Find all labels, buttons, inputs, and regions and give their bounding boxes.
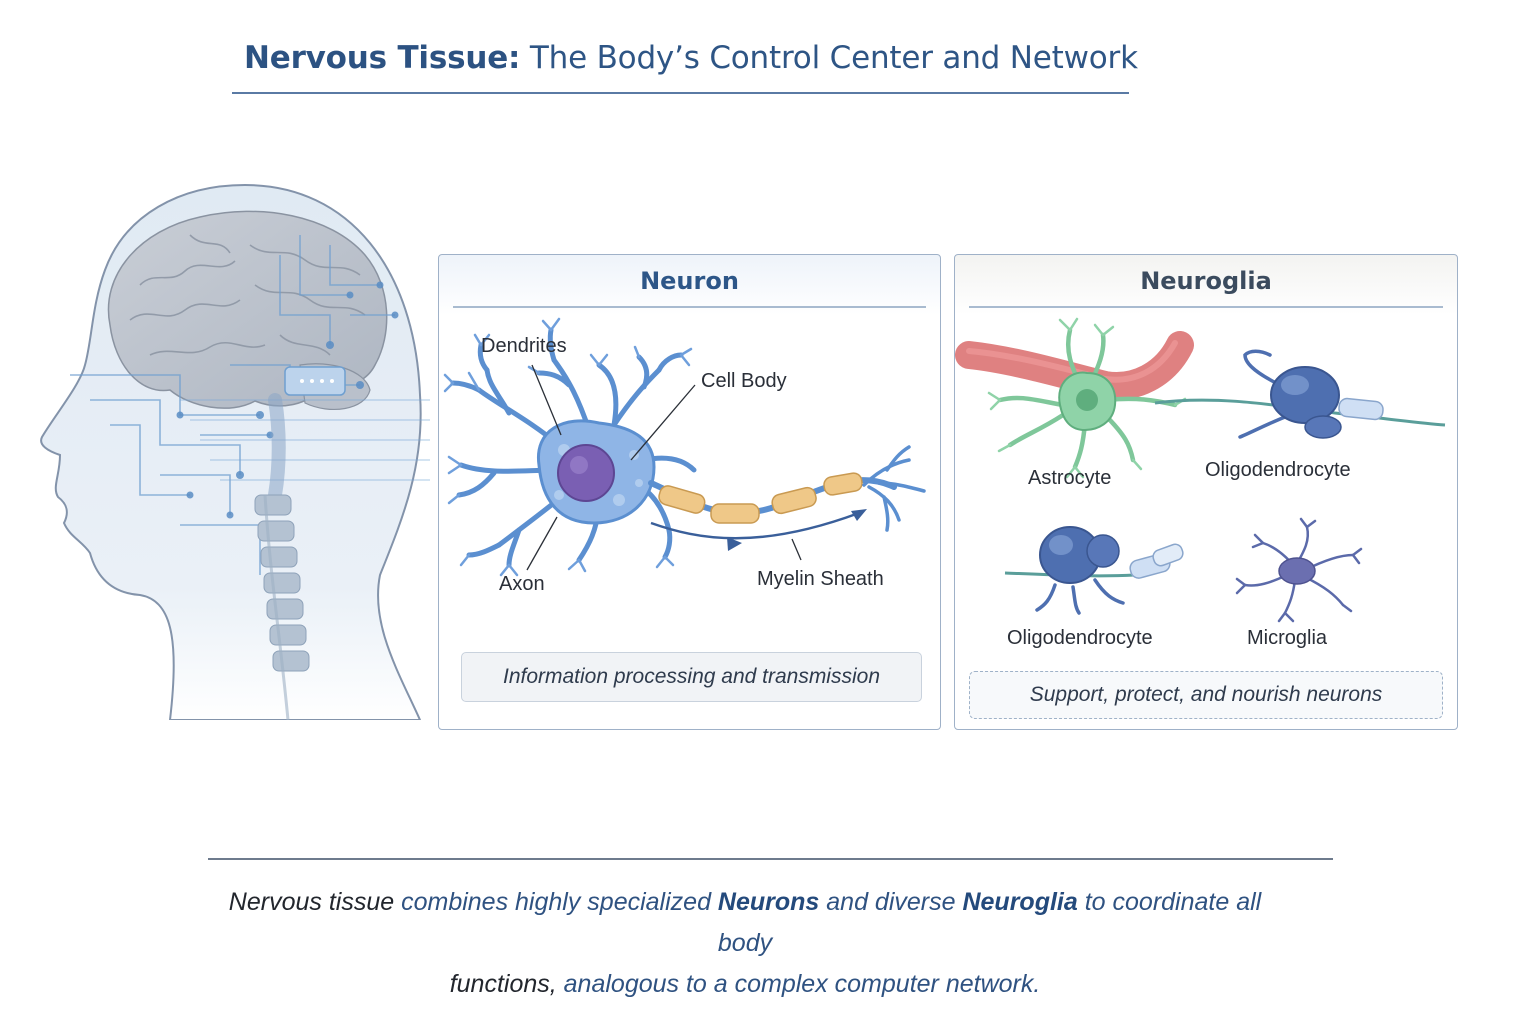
- caption-part2: combines highly specialized: [394, 888, 718, 916]
- neuroglia-illustration: [955, 317, 1446, 623]
- caption-part1: Nervous tissue: [228, 888, 395, 916]
- neuroglia-panel-rule: [969, 306, 1443, 308]
- caption-divider: [208, 858, 1333, 860]
- caption-part5: functions,: [449, 970, 557, 998]
- label-axon: Axon: [499, 573, 545, 595]
- neuron-panel-rule: [453, 306, 926, 308]
- signal-arrow: [650, 511, 860, 540]
- label-oligodendrocyte-bottom: Oligodendrocyte: [1007, 627, 1153, 649]
- label-oligodendrocyte-top: Oligodendrocyte: [1205, 459, 1351, 481]
- neuroglia-panel-heading: Neuroglia: [1140, 267, 1272, 295]
- page-title: Nervous Tissue: The Body’s Control Cente…: [244, 40, 1138, 76]
- caption-part6: analogous to a complex computer network.: [556, 970, 1041, 998]
- brainstem: [268, 393, 286, 502]
- myelin-segments: [658, 472, 863, 524]
- caption-neurons: Neurons: [717, 888, 820, 916]
- caption-part3: and diverse: [819, 888, 963, 916]
- head-brain-circuit-illustration: [40, 183, 430, 720]
- title-underline: [232, 92, 1129, 94]
- label-myelin-sheath: Myelin Sheath: [757, 568, 884, 590]
- circuit-chip: [284, 366, 346, 396]
- neuron-panel: Neuron: [438, 254, 941, 730]
- axon-terminals: [862, 445, 926, 532]
- neuron-panel-heading: Neuron: [640, 267, 739, 295]
- neuroglia-panel: Neuroglia: [954, 254, 1458, 730]
- nucleus: [557, 444, 615, 502]
- title-bold: Nervous Tissue:: [244, 40, 521, 76]
- label-cell-body: Cell Body: [701, 370, 787, 392]
- label-astrocyte: Astrocyte: [1028, 467, 1112, 489]
- neuroglia-summary: Support, protect, and nourish neurons: [969, 671, 1443, 719]
- label-microglia: Microglia: [1247, 627, 1328, 649]
- oligodendrocyte-top-body: [1270, 366, 1340, 424]
- title-rest: The Body’s Control Center and Network: [520, 40, 1138, 76]
- label-dendrites: Dendrites: [481, 335, 567, 357]
- caption-neuroglia: Neuroglia: [962, 888, 1078, 916]
- neuron-summary: Information processing and transmission: [461, 652, 922, 702]
- neuron-illustration: [443, 317, 926, 577]
- caption: Nervous tissue combines highly specializ…: [200, 882, 1290, 1005]
- caption-part4: to coordinate all body: [717, 888, 1262, 957]
- microglia-body: [1278, 557, 1316, 585]
